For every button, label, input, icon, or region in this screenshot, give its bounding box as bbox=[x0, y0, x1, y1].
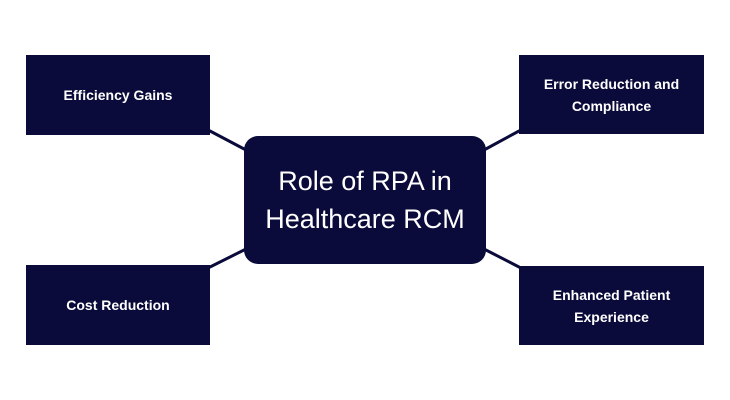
connector-top-left bbox=[208, 129, 248, 152]
connector-top-right bbox=[482, 129, 521, 152]
branch-label-line1: Enhanced Patient bbox=[552, 286, 671, 303]
branch-label: Efficiency Gains bbox=[63, 87, 173, 103]
branch-node-efficiency-gains: Efficiency Gains bbox=[26, 55, 210, 135]
branch-node-patient-experience: Enhanced Patient Experience bbox=[519, 266, 704, 345]
central-topic-label-line1: Role of RPA in bbox=[278, 166, 452, 196]
branch-label-line2: Compliance bbox=[571, 97, 652, 114]
branch-label: Cost Reduction bbox=[66, 297, 170, 313]
central-topic-node: Role of RPA in Healthcare RCM bbox=[244, 136, 486, 264]
branch-label-line2: Experience bbox=[574, 308, 649, 325]
central-topic-label-line2: Healthcare RCM bbox=[265, 204, 465, 234]
connector-bottom-right bbox=[482, 247, 521, 269]
branch-node-error-reduction: Error Reduction and Compliance bbox=[519, 55, 704, 134]
branch-label-line1: Error Reduction and bbox=[543, 75, 680, 92]
branch-node-cost-reduction: Cost Reduction bbox=[26, 265, 210, 345]
connector-bottom-left bbox=[208, 247, 248, 269]
